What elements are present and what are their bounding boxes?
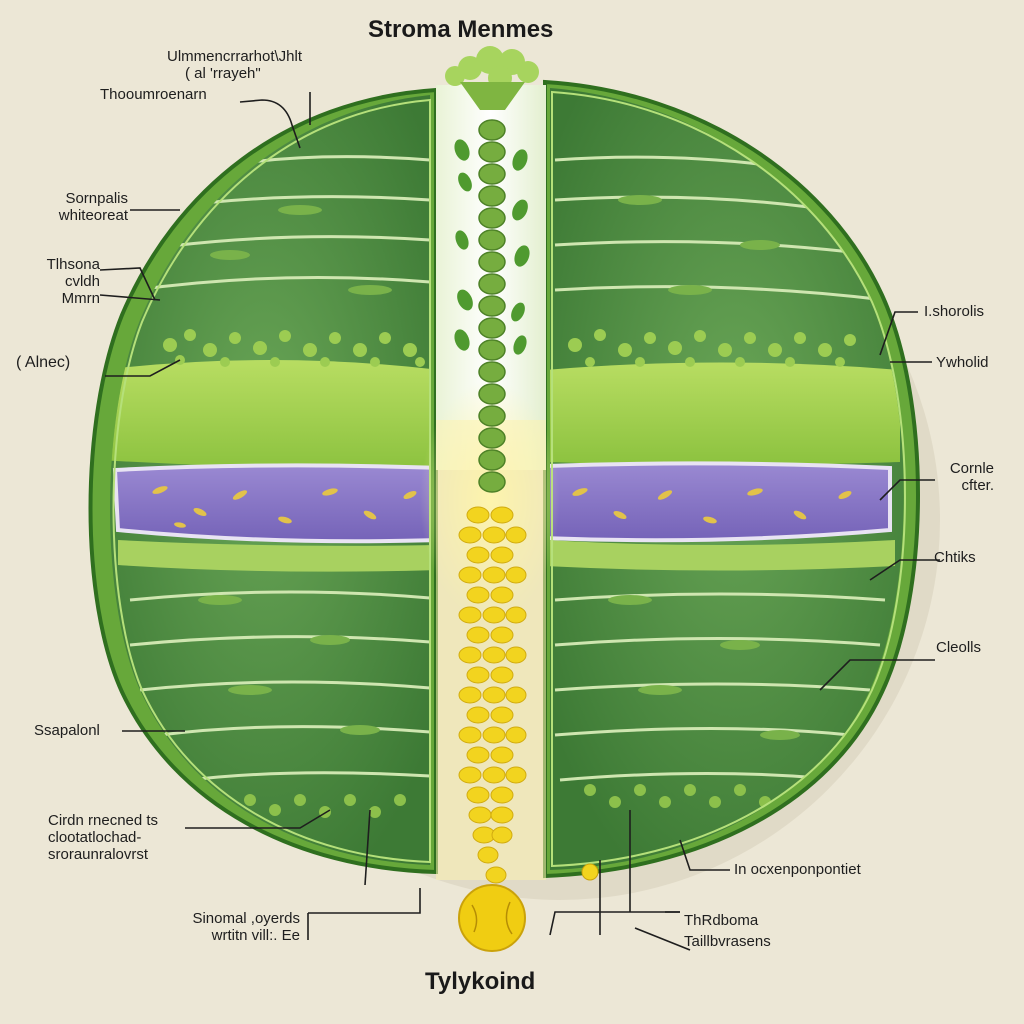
right-granule-band	[568, 329, 856, 367]
left-lumen-flecks	[152, 486, 417, 528]
label-right-6: In ocxenponpontiet	[734, 861, 861, 878]
label-left-5: Cirdn rnecned ts clootatlochad- sroraunr…	[48, 812, 158, 863]
label-left-3: ( Alnec)	[16, 354, 71, 371]
label-right-3: Cornle cfter.	[930, 460, 994, 494]
left-bottom-granules	[244, 794, 406, 818]
label-right-3-line2: cfter.	[961, 477, 994, 494]
left-upper-lamella	[110, 360, 430, 470]
left-lumen	[112, 463, 430, 544]
stalk-cap	[460, 82, 525, 110]
right-lower-strands	[554, 592, 886, 782]
right-bottom-granules	[584, 784, 771, 808]
left-lower-lamella	[118, 540, 430, 572]
label-left-2-line2: cvldh	[64, 273, 100, 290]
yellow-granule-column	[458, 506, 527, 884]
stalk-tuft	[445, 46, 539, 90]
diagram-title: Stroma Menmes	[368, 16, 554, 43]
label-left-1-line1: Sornpalis	[65, 190, 128, 207]
right-half	[543, 79, 920, 879]
left-granule-band	[163, 329, 425, 367]
left-half	[88, 87, 438, 875]
label-right-1: I.shorolis	[924, 303, 985, 320]
label-top-left: Ulmmencrrarhot\Jhlt ( al 'rrayeh" Thooum…	[92, 48, 302, 103]
label-left-5-line1: Cirdn rnecned ts	[48, 812, 159, 829]
label-left-1-line2: whiteoreat	[58, 207, 128, 224]
label-top-left-line2: ( al 'rrayeh"	[185, 65, 261, 82]
label-right-2: Ywholid	[936, 354, 989, 371]
label-bottom-right-line2: Taillbvrasens	[684, 933, 771, 950]
label-right-5: Cleolls	[936, 639, 982, 656]
label-bottom-right-line1: ThRdboma	[684, 912, 759, 929]
diagram-bottom-title: Tylykoind	[425, 968, 536, 995]
left-lower-strands	[129, 590, 430, 782]
label-top-left-line3: Thooumroenarn	[100, 86, 207, 103]
right-inner-rim	[551, 90, 906, 868]
right-grana	[608, 195, 800, 740]
label-right-4: Chtiks	[934, 549, 976, 566]
label-bottom-right: ThRdboma Taillbvrasens	[684, 912, 771, 950]
label-bottom-left-line1: Sinomal ,oyerds	[192, 910, 300, 927]
green-bead-column	[478, 119, 506, 493]
small-yellow-dot	[581, 863, 599, 881]
label-left-2-line1: Tlhsona	[46, 256, 100, 273]
right-lower-lamella	[550, 540, 895, 571]
right-lumen-flecks	[572, 488, 852, 524]
label-left-2: Tlhsona cvldh Mmrn	[10, 256, 100, 307]
label-bottom-left-line2: wrtitn vill:. Ee	[211, 927, 300, 944]
label-left-4: Ssapalonl	[34, 722, 100, 739]
bottom-yellow-sphere	[458, 884, 526, 952]
central-stalk	[420, 46, 599, 952]
label-right-3-line1: Cornle	[949, 460, 994, 477]
stalk-leaves	[454, 139, 530, 355]
label-left-1: Sornpalis whiteoreat	[18, 190, 128, 224]
label-left-5-line2: clootatlochad-	[48, 829, 142, 846]
right-upper-lamella	[550, 362, 900, 465]
left-grana	[198, 205, 392, 735]
label-top-left-line1: Ulmmencrrarhot\Jhlt	[167, 48, 303, 65]
right-lumen	[550, 461, 892, 543]
label-bottom-left: Sinomal ,oyerds wrtitn vill:. Ee	[150, 910, 300, 944]
label-left-5-line3: sroraunralovrst	[48, 846, 149, 863]
left-inner-rim	[112, 98, 431, 864]
leader-lines	[99, 92, 940, 951]
label-left-2-line3: Mmrn	[61, 290, 100, 307]
